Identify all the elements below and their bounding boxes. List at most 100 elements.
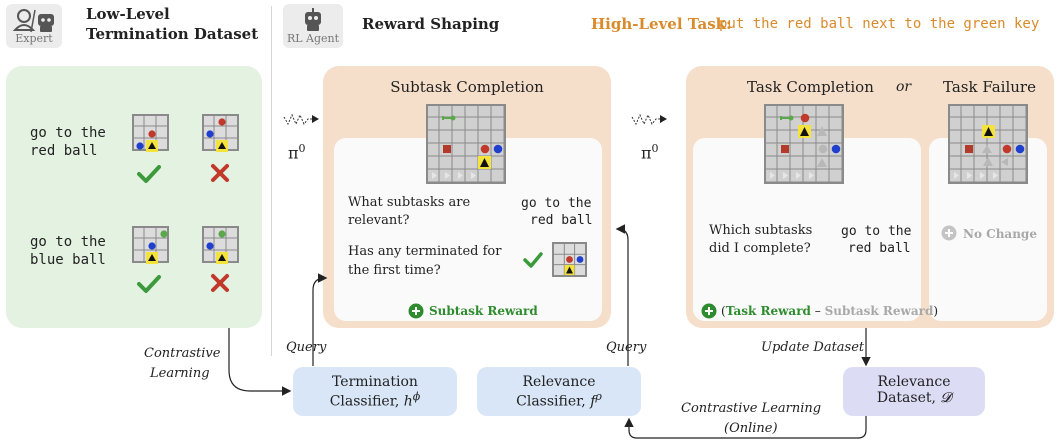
subtask-answer1-line2: red ball <box>530 213 593 228</box>
update-dataset-label: Update Dataset <box>761 340 865 355</box>
or-label: or <box>896 79 912 95</box>
relevance-classifier-line2: Classifier, fρ <box>516 390 602 410</box>
subtask-reward-label: Subtask Reward <box>429 304 538 318</box>
policy-arrow-2 <box>631 113 667 126</box>
blue-ball <box>206 242 214 250</box>
task-reward-formula: (Task Reward – Subtask Reward) <box>721 304 939 318</box>
subtask-answer1-line1: go to the <box>521 196 592 211</box>
subtask-question1-line1: What subtasks are <box>348 195 471 210</box>
blue-ball <box>576 256 584 263</box>
termination-classifier-line1: Termination <box>332 374 418 390</box>
termination-classifier-box: Termination Classifier, hϕ <box>293 367 457 416</box>
relevance-dataset-line2: Dataset, 𝓓 <box>876 390 952 406</box>
red-box <box>965 145 973 153</box>
check-icon <box>137 275 161 293</box>
green-ball <box>160 230 168 238</box>
task-question-line1: Which subtasks <box>709 223 813 238</box>
agent-triangle <box>566 266 573 274</box>
agent-triangle <box>800 127 809 136</box>
agent-triangle <box>148 142 156 149</box>
blue-ball <box>136 142 144 150</box>
cross-icon <box>211 274 229 292</box>
task-question-line2: did I complete? <box>709 241 811 256</box>
subtask-question1-line2: relevant? <box>348 213 410 228</box>
subtask-grid <box>426 104 506 184</box>
task-completion-grid <box>764 104 844 184</box>
policy-arrow-1 <box>283 113 319 126</box>
plus-icon <box>408 303 424 319</box>
example1-text-line1: go to the <box>30 125 106 141</box>
contrastive-online-line2: (Online) <box>724 421 778 436</box>
blue-ball <box>493 144 503 154</box>
cross-icon <box>211 164 229 182</box>
left-title-line2: Termination Dataset <box>86 25 259 43</box>
grid-ex2-positive <box>132 226 169 264</box>
doorway-arrows <box>954 172 998 179</box>
check-icon <box>137 165 161 183</box>
task-failure-grid <box>948 104 1028 184</box>
left-panel-figures <box>132 114 239 293</box>
red-ball-ghost <box>818 144 828 154</box>
left-title-line1: Low-Level <box>86 5 170 23</box>
red-ball <box>566 256 573 263</box>
expert-icon <box>12 9 54 33</box>
trail-marker <box>983 157 993 166</box>
no-change-label: No Change <box>963 227 1037 241</box>
subtask-reward-penalty-label: Subtask Reward <box>824 304 934 318</box>
agent-triangle <box>148 254 156 261</box>
task-answer-line2: red ball <box>848 241 911 256</box>
expert-label: Expert <box>15 32 53 45</box>
contrastive-label-line2: Learning <box>150 366 210 381</box>
blue-ball <box>206 130 214 138</box>
agent-triangle <box>984 127 993 136</box>
query-label-1: Query <box>286 340 327 355</box>
mini-grid <box>552 242 587 277</box>
agent-triangle <box>218 254 226 261</box>
example2-text-line2: blue ball <box>30 252 106 268</box>
red-ball <box>480 144 490 154</box>
high-level-task: put the red ball next to the green key <box>719 16 1040 32</box>
arrow-contrastive-to-termination <box>228 328 292 396</box>
task-reward-label: Task Reward <box>725 304 811 318</box>
relevance-classifier-box: Relevance Classifier, fρ <box>477 367 641 416</box>
robot-icon <box>305 8 321 31</box>
no-change-icon <box>941 225 957 241</box>
subtask-question2-line2: the first time? <box>348 263 441 278</box>
example2-text-line1: go to the <box>30 234 106 250</box>
query-label-2: Query <box>606 340 647 355</box>
subtask-question2-line1: Has any terminated for <box>348 244 502 259</box>
relevance-dataset-box: Relevance Dataset, 𝓓 <box>843 367 985 416</box>
plus-icon <box>701 303 717 319</box>
task-answer-line1: go to the <box>841 224 912 239</box>
grid-ex1-positive <box>132 114 169 152</box>
task-failure-title: Task Failure <box>943 78 1036 96</box>
blue-ball <box>148 242 156 250</box>
green-ball <box>218 230 226 238</box>
doorway-arrows <box>432 172 476 179</box>
termination-classifier-line2: Classifier, hϕ <box>329 390 421 410</box>
contrastive-online-line1: Contrastive Learning <box>681 401 822 416</box>
red-ball <box>1002 144 1012 154</box>
blue-ball <box>831 144 841 154</box>
check-icon <box>523 252 543 268</box>
subtask-panel-title: Subtask Completion <box>390 78 544 96</box>
relevance-dataset-line1: Relevance <box>877 374 951 390</box>
task-completion-title: Task Completion <box>747 78 874 96</box>
grid-ex2-negative <box>202 226 239 264</box>
red-box <box>781 145 789 153</box>
trail-marker <box>817 126 827 136</box>
expert-icon-box: Expert <box>6 4 62 48</box>
agent-triangle <box>218 142 226 149</box>
agent-triangle <box>480 158 489 167</box>
relevance-classifier-line1: Relevance <box>522 374 596 390</box>
grid-ex1-negative <box>202 114 239 152</box>
red-box <box>443 145 451 153</box>
red-ball <box>148 130 156 138</box>
red-ball <box>800 113 810 123</box>
blue-ball <box>1015 144 1025 154</box>
contrastive-label-line1: Contrastive <box>144 346 221 361</box>
example1-text-line2: red ball <box>30 143 98 159</box>
trail-marker <box>1001 158 1008 166</box>
green-key-head <box>450 115 456 121</box>
section-divider <box>271 6 272 356</box>
